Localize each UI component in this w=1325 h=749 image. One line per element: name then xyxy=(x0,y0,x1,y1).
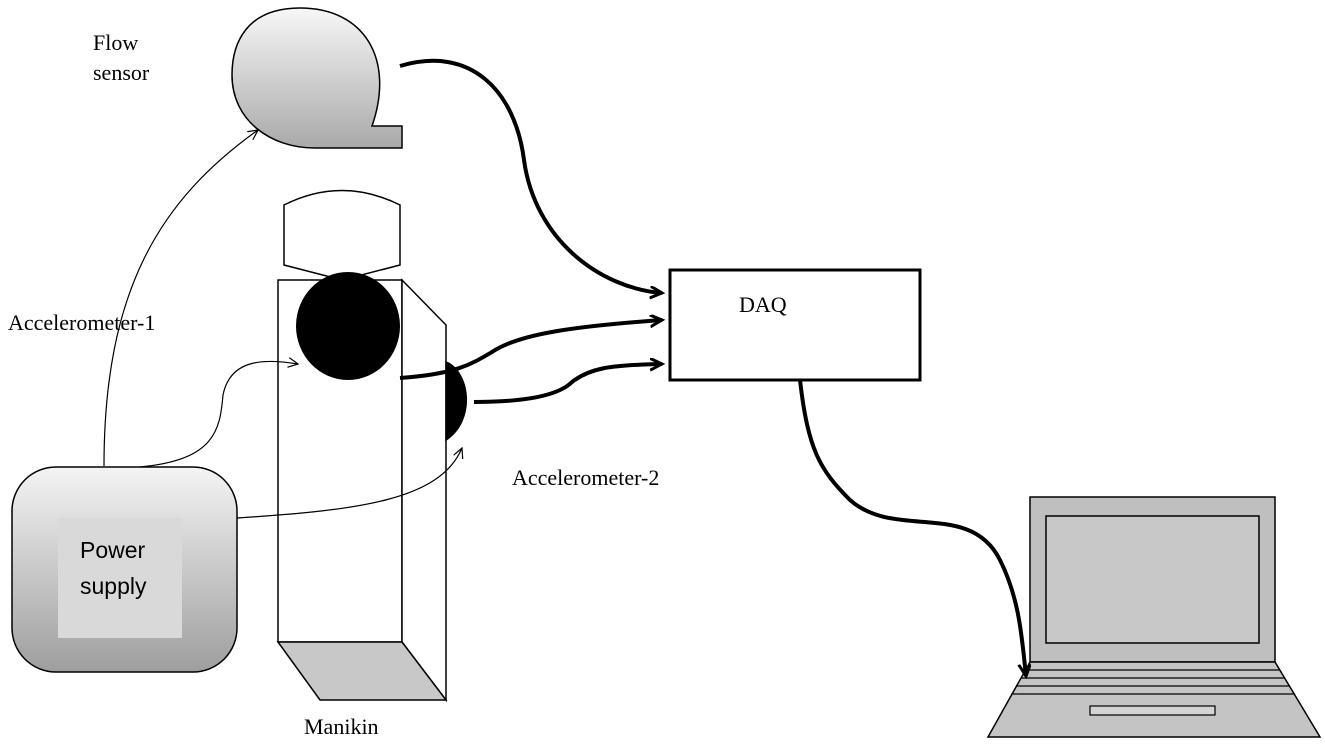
accelerometer-2-label: Accelerometer-2 xyxy=(512,465,660,490)
wire-power-to-acc1 xyxy=(139,361,298,468)
wire-power-to-acc2 xyxy=(236,448,462,519)
accelerometer-1-sensor xyxy=(296,272,400,380)
cable-flow-to-daq xyxy=(399,58,662,293)
power-supply-label: Power supply xyxy=(80,532,146,604)
flow-sensor-icon xyxy=(231,7,403,149)
daq-box xyxy=(668,268,922,382)
cable-acc1-to-daq xyxy=(399,320,662,380)
power-supply-icon xyxy=(11,466,238,673)
laptop-icon xyxy=(986,496,1322,738)
flow-sensor-label: Flow sensor xyxy=(93,28,149,88)
cable-acc2-to-daq xyxy=(473,364,662,404)
flow-sensor-label-line2: sensor xyxy=(93,60,150,85)
accelerometer-2-sensor xyxy=(445,360,468,442)
manikin-head xyxy=(283,189,401,281)
power-supply-label-line2: supply xyxy=(80,573,147,599)
wire-power-to-flow xyxy=(103,130,258,467)
cable-daq-to-laptop xyxy=(798,379,1026,676)
power-supply-label-line1: Power xyxy=(80,537,146,563)
manikin-label: Manikin xyxy=(304,714,379,739)
accelerometer-1-label: Accelerometer-1 xyxy=(8,310,156,335)
flow-sensor-label-line1: Flow xyxy=(93,30,139,55)
daq-label: DAQ xyxy=(739,292,787,317)
